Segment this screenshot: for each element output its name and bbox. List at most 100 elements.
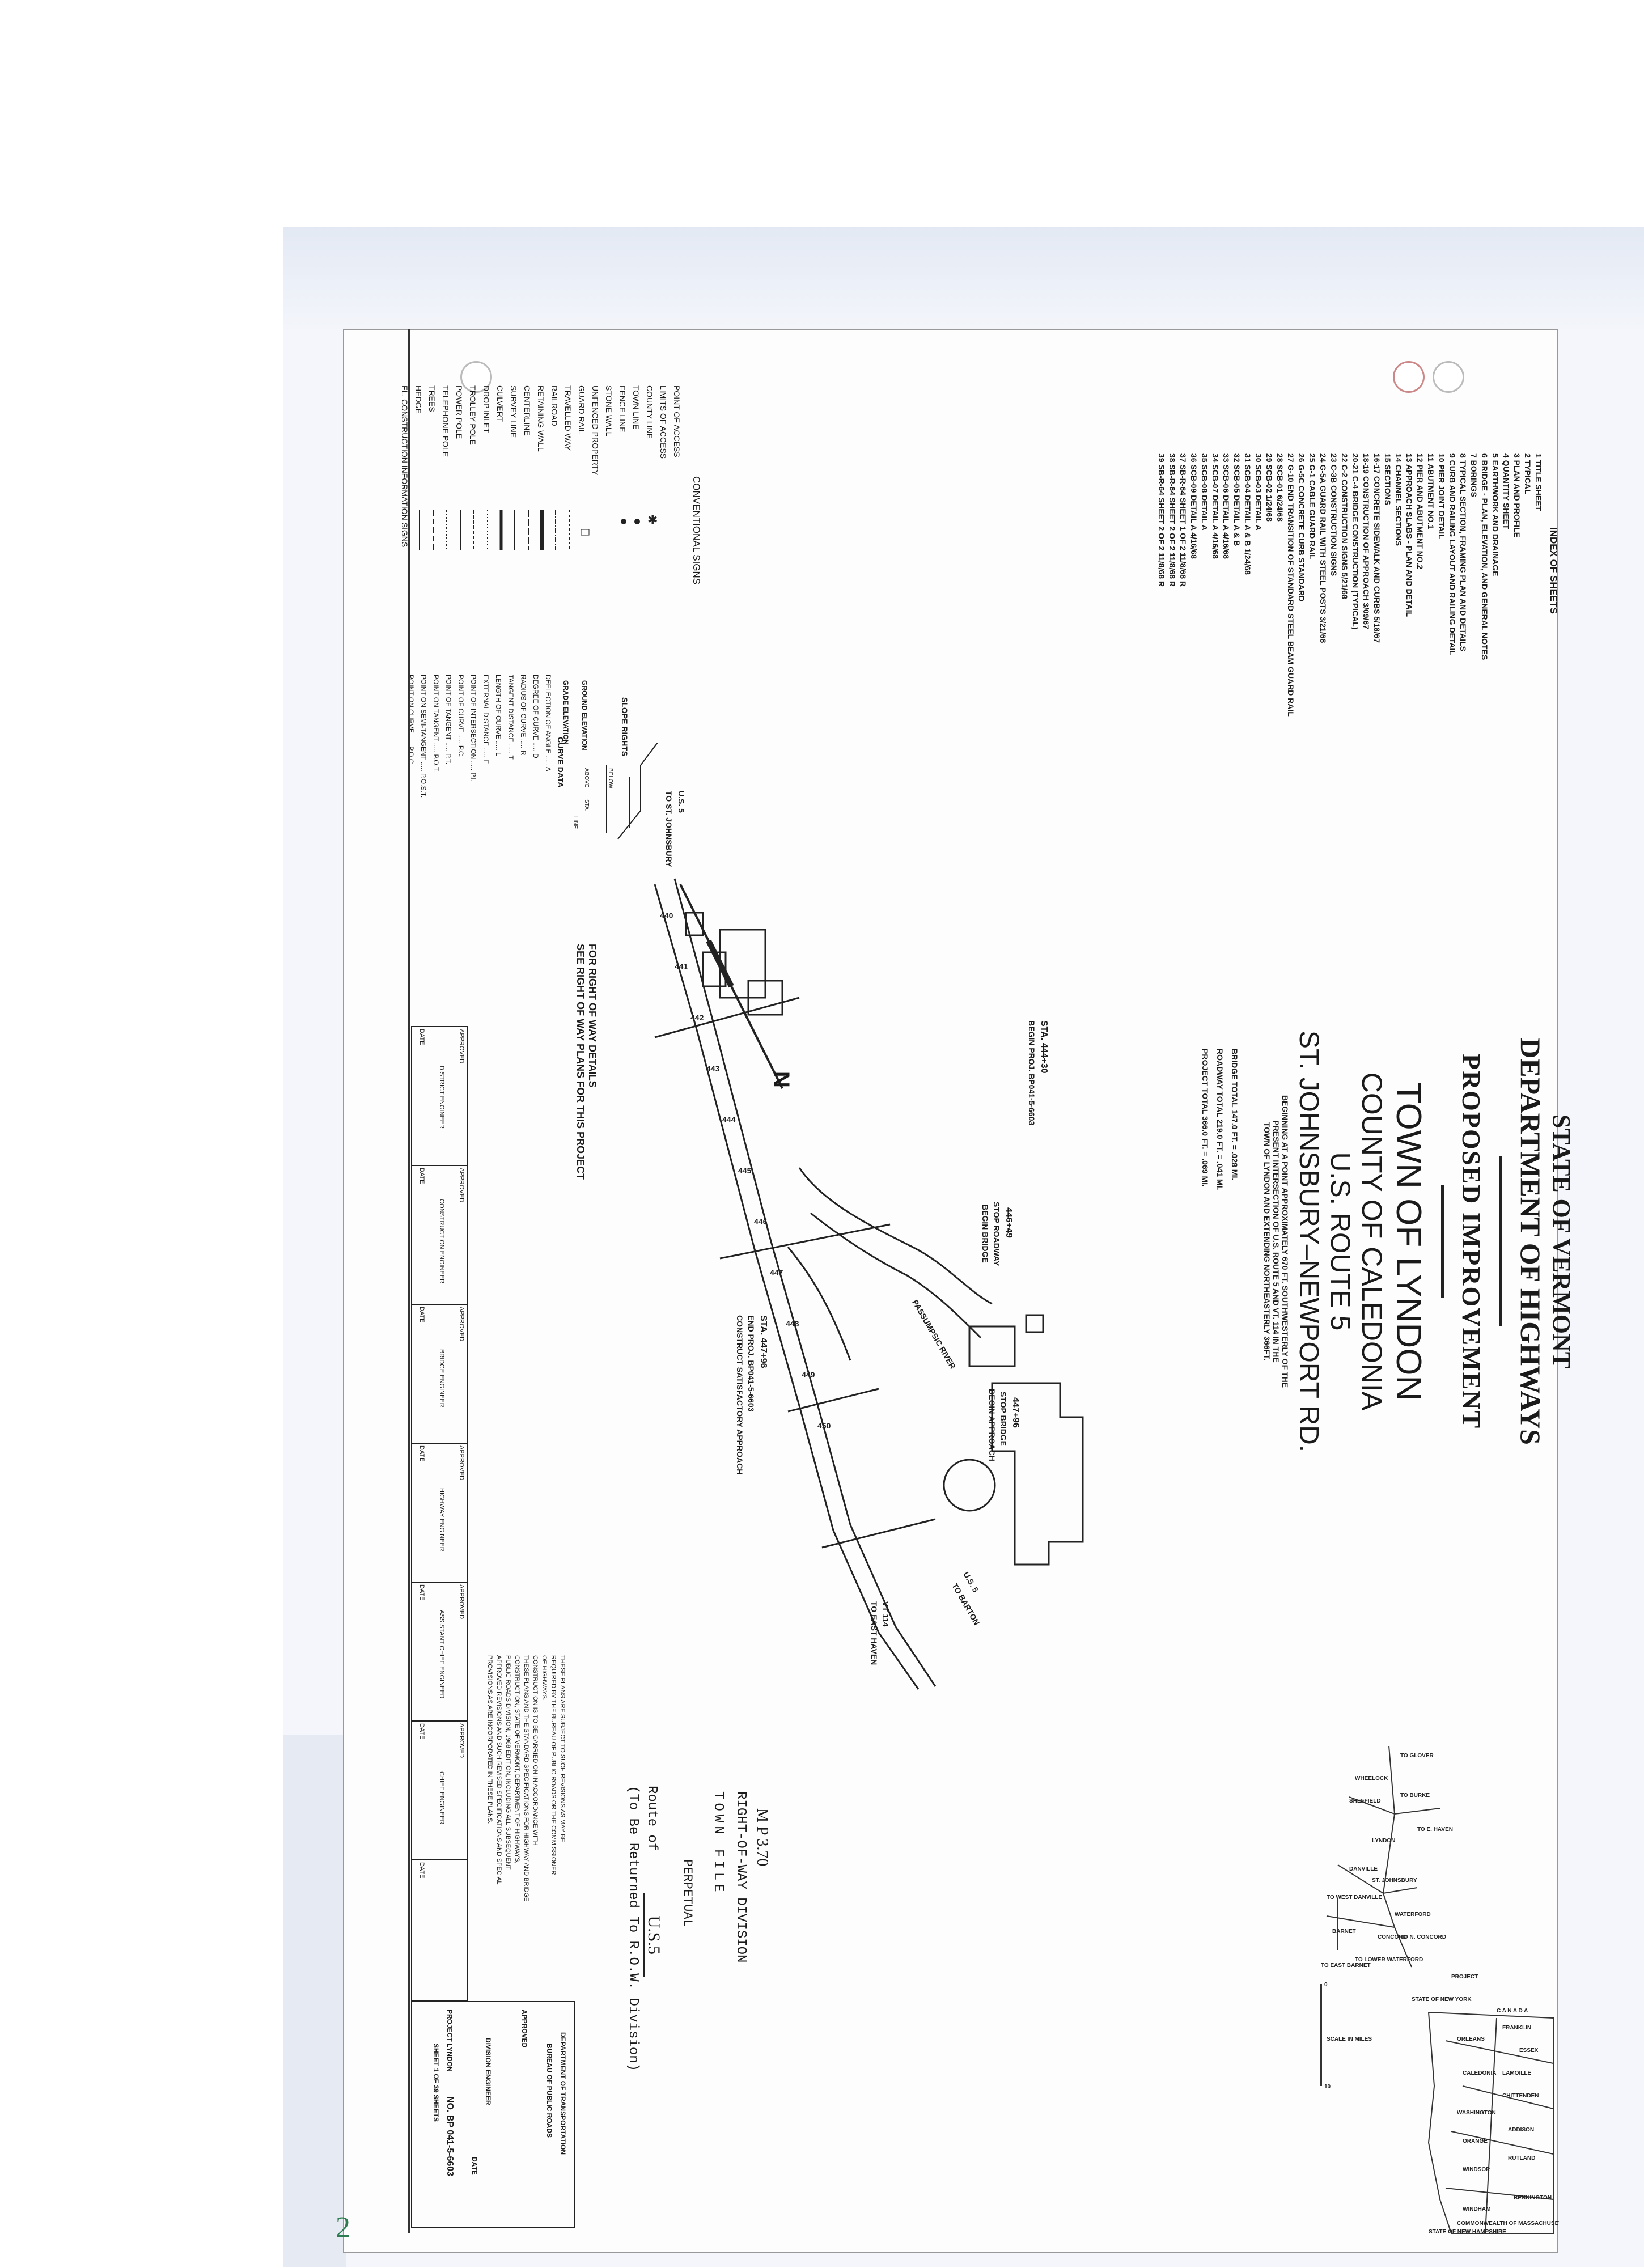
culvert-symbol bbox=[581, 529, 590, 536]
approval-cell: APPROVED CONSTRUCTION ENGINEER DATE bbox=[411, 1165, 468, 1305]
scale-label: SCALE IN MILES bbox=[1327, 2036, 1372, 2042]
approval-date: DATE bbox=[418, 1307, 425, 1323]
row-note-line-2: SEE RIGHT OF WAY PLANS FOR THIS PROJECT bbox=[575, 944, 586, 1180]
curve-row: POINT OF INTERSECTION ..... P.I. bbox=[469, 675, 477, 782]
punch-hole-right bbox=[1433, 361, 1464, 393]
approval-label: APPROVED bbox=[458, 1445, 465, 1481]
telephone-pole-symbol bbox=[634, 519, 640, 524]
dept-division: DIVISION ENGINEER bbox=[484, 2038, 492, 2105]
curve-row: POINT ON CURVE ..... P.O.C. bbox=[407, 675, 415, 766]
punch-hole-corner bbox=[460, 361, 492, 393]
line-label: LINE bbox=[572, 816, 578, 829]
road-edge-west bbox=[654, 884, 920, 1690]
north-arrow-label: N bbox=[769, 1071, 794, 1088]
curve-row: POINT ON TANGENT ..... P.O.T. bbox=[432, 675, 440, 773]
sheet-count: SHEET 1 OF 39 SHEETS bbox=[432, 2044, 440, 2122]
county-label: LAMOILLE bbox=[1502, 2070, 1531, 2076]
approval-label: APPROVED bbox=[458, 1723, 465, 1758]
town-label: TO E. HAVEN bbox=[1417, 1826, 1453, 1833]
station-label: 442 bbox=[690, 1013, 704, 1022]
index-row: 24 G-5A GUARD RAIL WITH STEEL POSTS 3/21… bbox=[1319, 453, 1328, 643]
county-label: ADDISON bbox=[1508, 2127, 1534, 2133]
approval-date: DATE bbox=[418, 1168, 425, 1184]
approval-label: APPROVED bbox=[458, 1168, 465, 1203]
state-outline bbox=[1427, 2012, 1554, 2234]
plans-note: THESE PLANS ARE SUBJECT TO SUCH REVISION… bbox=[485, 1655, 567, 1901]
desc-line-1: BEGINNING AT A POINT APPROXIMATELY 670 F… bbox=[1281, 1095, 1290, 1388]
route-of-text: Route of bbox=[644, 1786, 659, 1851]
begin-approach-label: BEGIN APPROACH bbox=[988, 1389, 997, 1461]
county-label: BENNINGTON bbox=[1514, 2195, 1552, 2201]
index-row: 31 SCB-04 DETAIL A & B 1/24/68 bbox=[1243, 453, 1252, 575]
county-line bbox=[1485, 2017, 1497, 2234]
town-label: TO N. CONCORD bbox=[1400, 1934, 1446, 1940]
county-line bbox=[1451, 2131, 1554, 2155]
town-label: LYNDON bbox=[1372, 1838, 1395, 1844]
index-row: 30 SCB-03 DETAIL A bbox=[1254, 453, 1263, 531]
index-row: 28 SCB-01 6/24/68 bbox=[1276, 453, 1285, 522]
index-row: 23 C-3B CONSTRUCTION SIGNS bbox=[1329, 453, 1338, 576]
town-title: TOWN OF LYNDON bbox=[1389, 1082, 1428, 1401]
scan-tint-left bbox=[283, 1735, 346, 2267]
sta-label: STA. bbox=[583, 799, 590, 812]
index-row: 7 BORINGS bbox=[1469, 453, 1478, 498]
approval-date: DATE bbox=[418, 1445, 425, 1462]
page-number: 2 bbox=[336, 2211, 350, 2244]
plans-note-line: PUBLIC ROADS DIVISION, 1968 EDITION, INC… bbox=[505, 1655, 511, 1870]
sheet-border-rule bbox=[408, 329, 410, 2233]
legend-symbols: ✱ bbox=[419, 510, 658, 550]
index-row: 25 G-1 CABLE GUARD RAIL bbox=[1308, 453, 1317, 559]
index-row: 6 BRIDGE - PLAN, ELEVATION, AND GENERAL … bbox=[1480, 453, 1489, 660]
town-label: TO LOWER WATERFORD bbox=[1355, 1957, 1423, 1963]
plans-note-line: PROVISIONS AS ARE INCORPORATED IN THESE … bbox=[486, 1655, 493, 1824]
curve-row: DEFLECTION OF ANGLE ..... Δ bbox=[544, 675, 552, 771]
index-row: 29 SCB-02 1/24/68 bbox=[1265, 453, 1274, 522]
index-row: 36 SCB-09 DETAIL A 4/16/68 bbox=[1189, 453, 1198, 559]
town-label: ST. JOHNSBURY bbox=[1372, 1877, 1417, 1884]
stop-roadway-label: STOP ROADWAY bbox=[992, 1202, 1001, 1266]
approval-date: DATE bbox=[418, 1723, 425, 1740]
curve-row: DEGREE OF CURVE ..... D bbox=[532, 675, 540, 758]
approval-label: APPROVED bbox=[458, 1584, 465, 1620]
road-title: ST. JOHNSBURY–NEWPORT RD. bbox=[1294, 1030, 1324, 1453]
approval-role: DISTRICT ENGINEER bbox=[438, 1066, 445, 1129]
begin-proj-label: BEGIN PROJ. BP041-5-6603 bbox=[1027, 1020, 1036, 1126]
approval-label: APPROVED bbox=[458, 1029, 465, 1064]
state-title: STATE OF VERMONT bbox=[1548, 1114, 1575, 1369]
approval-role: HIGHWAY ENGINEER bbox=[438, 1488, 445, 1551]
index-row: 15 SECTIONS bbox=[1383, 453, 1392, 506]
begin-bridge-label: BEGIN BRIDGE bbox=[981, 1205, 990, 1263]
dept-line-2: BUREAU OF PUBLIC ROADS bbox=[545, 2044, 553, 2138]
station-label: 445 bbox=[738, 1166, 752, 1175]
index-of-sheets: INDEX OF SHEETS 1 TITLE SHEET 2 TYPICAL … bbox=[1156, 453, 1559, 717]
stop-bridge-label: STOP BRIDGE bbox=[999, 1392, 1008, 1446]
ground-elevation-label: GROUND ELEVATION bbox=[581, 680, 588, 751]
station-label: 441 bbox=[675, 962, 688, 971]
scan-tint-top bbox=[283, 227, 1644, 334]
title-rule-2 bbox=[1441, 1185, 1444, 1298]
index-row: 38 SB-R-64 SHEET 2 OF 2 11/8/68 R bbox=[1168, 453, 1177, 587]
index-row: 11 ABUTMENT NO.1 bbox=[1426, 453, 1435, 529]
roundabout bbox=[943, 1459, 996, 1512]
row-division-stamp: RIGHT-OF-WAY DIVISION bbox=[733, 1791, 748, 1963]
station-label: 447 bbox=[770, 1268, 783, 1277]
index-row: 14 CHANNEL SECTIONS bbox=[1394, 453, 1403, 546]
above-label: ABOVE bbox=[583, 768, 590, 788]
construct-approach-label: CONSTRUCT SATISFACTORY APPROACH bbox=[735, 1315, 744, 1475]
title-rule bbox=[1499, 1156, 1502, 1326]
curve-row: TANGENT DISTANCE ..... T bbox=[507, 675, 515, 760]
county-line bbox=[1445, 2188, 1554, 2200]
approval-label: APPROVED bbox=[458, 1307, 465, 1342]
dept-date: DATE bbox=[471, 2157, 478, 2175]
building bbox=[968, 1325, 1016, 1367]
approval-cell: APPROVED DISTRICT ENGINEER DATE bbox=[411, 1026, 468, 1166]
dept-box-text: DEPARTMENT OF TRANSPORTATION BUREAU OF P… bbox=[429, 2010, 570, 2176]
row-note-line-1: FOR RIGHT OF WAY DETAILS bbox=[587, 944, 598, 1088]
department-box bbox=[411, 2001, 575, 2228]
to-east-haven-label: TO EAST HAVEN bbox=[870, 1601, 879, 1665]
project-number: NO. BP 041-5-6603 bbox=[445, 2096, 455, 2177]
approval-role: ASSISTANT CHIEF ENGINEER bbox=[438, 1610, 445, 1699]
index-row: 8 TYPICAL SECTION, FRAMING PLAN AND DETA… bbox=[1459, 453, 1468, 651]
return-note: (To Be Returned To R.O.W. Division) bbox=[625, 1786, 641, 2072]
sign-row: POINT OF ACCESS bbox=[672, 385, 681, 457]
